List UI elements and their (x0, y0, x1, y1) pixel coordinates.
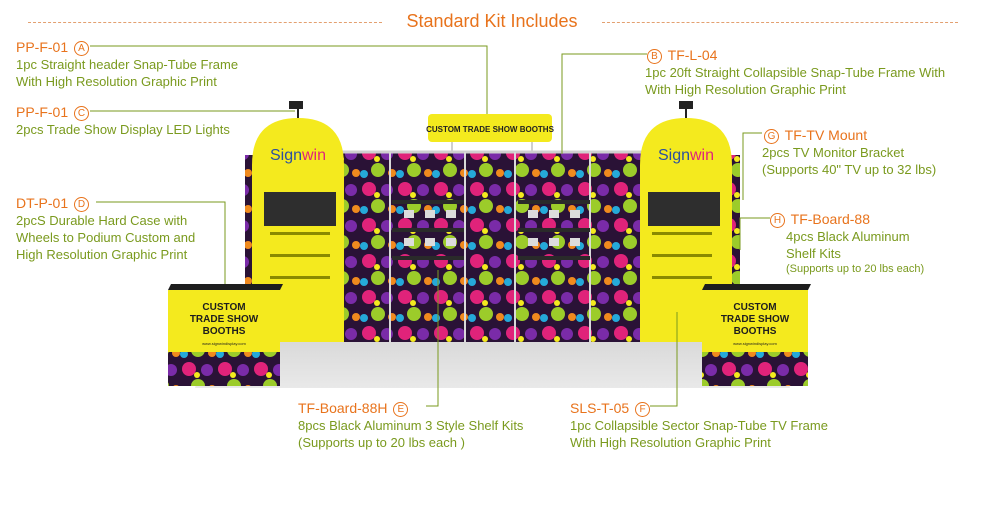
callout-f-line-1: 1pc Collapsible Sector Snap-Tube TV Fram… (570, 418, 828, 433)
callout-d-code: DT-P-01 (16, 195, 69, 211)
header: Standard Kit Includes (0, 8, 984, 36)
callout-h-line-1: 4pcs Black Aluminum (786, 229, 910, 244)
callout-f-line-2: With High Resolution Graphic Print (570, 435, 771, 450)
callout-g-line-1: 2pcs TV Monitor Bracket (762, 145, 905, 160)
callout-h-code: TF-Board-88 (790, 211, 870, 227)
callout-b-line-2: With High Resolution Graphic Print (645, 82, 846, 97)
header-sign (428, 114, 552, 142)
badge-f-icon: F (635, 402, 651, 417)
left-led-light (289, 101, 303, 109)
callout-d-line-2: Wheels to Podium Custom and (16, 230, 196, 245)
left-counter-url: www.signwindisplay.com (202, 341, 246, 346)
left-tower-logo: Signwin (270, 147, 326, 164)
callout-g-code: TF-TV Mount (784, 127, 868, 143)
callout-tf-l-04: B TF-L-04 1pc 20ft Straight Collapsible … (645, 46, 945, 98)
badge-g-icon: G (764, 129, 779, 144)
left-tv-screen (264, 192, 336, 226)
left-counter-line-3: BOOTHS (203, 326, 246, 337)
callout-sls-t-05: SLS-T-05 F 1pc Collapsible Sector Snap-T… (570, 399, 828, 451)
badge-b-icon: B (647, 49, 662, 64)
right-tower-logo: Signwin (658, 147, 714, 164)
callout-tf-board-88h: TF-Board-88H E 8pcs Black Aluminum 3 Sty… (298, 399, 523, 451)
callout-dt-p-01: DT-P-01 D 2pcS Durable Hard Case with Wh… (16, 194, 195, 263)
callout-g-line-2: (Supports 40" TV up to 32 lbs) (762, 162, 937, 177)
badge-c-icon: C (74, 106, 90, 121)
right-led-light (679, 101, 693, 109)
callout-f-code: SLS-T-05 (570, 400, 630, 416)
callout-h-note: (Supports up to 20 lbs each) (786, 263, 925, 275)
callout-c-code: PP-F-01 (16, 104, 69, 120)
right-counter-url: www.signwindisplay.com (733, 341, 777, 346)
badge-h-icon: H (770, 213, 785, 228)
badge-d-icon: D (74, 197, 90, 212)
page-title: Standard Kit Includes (406, 11, 578, 31)
title-divider-left (28, 22, 382, 23)
right-tv-screen (648, 192, 720, 226)
callout-e-line-2: (Supports up to 20 lbs each ) (298, 435, 465, 450)
callout-e-code: TF-Board-88H (298, 400, 388, 416)
title-divider-right (602, 22, 958, 23)
back-wall (330, 152, 652, 342)
callout-a-code: PP-F-01 (16, 39, 69, 55)
right-counter-line-2: TRADE SHOW (721, 314, 790, 325)
shelf-set-left (392, 200, 464, 260)
callout-b-code: TF-L-04 (667, 47, 718, 63)
callout-e-line-1: 8pcs Black Aluminum 3 Style Shelf Kits (298, 418, 524, 433)
callout-pp-f-01-lights: PP-F-01 C 2pcs Trade Show Display LED Li… (16, 103, 230, 138)
right-counter-line-3: BOOTHS (734, 326, 777, 337)
callout-tf-board-88: H TF-Board-88 4pcs Black Aluminum Shelf … (768, 210, 924, 276)
callout-h-line-2: Shelf Kits (786, 246, 841, 261)
callout-c-line-1: 2pcs Trade Show Display LED Lights (16, 122, 230, 137)
callout-pp-f-01-header: PP-F-01 A 1pc Straight header Snap-Tube … (16, 38, 238, 90)
booth-floor (195, 338, 790, 388)
left-counter-line-2: TRADE SHOW (190, 314, 259, 325)
badge-a-icon: A (74, 41, 90, 56)
callout-a-line-2: With High Resolution Graphic Print (16, 74, 217, 89)
header-sign-text: CUSTOM TRADE SHOW BOOTHS (426, 125, 555, 134)
left-counter-line-1: CUSTOM (202, 302, 245, 313)
callout-tf-tv-mount: G TF-TV Mount 2pcs TV Monitor Bracket (S… (762, 126, 936, 178)
callout-d-line-3: High Resolution Graphic Print (16, 247, 188, 262)
callout-a-line-1: 1pc Straight header Snap-Tube Frame (16, 57, 239, 72)
shelf-set-right (518, 200, 590, 260)
callout-d-line-1: 2pcS Durable Hard Case with (16, 213, 188, 228)
leader-lines (90, 45, 770, 407)
badge-e-icon: E (393, 402, 409, 417)
callout-b-line-1: 1pc 20ft Straight Collapsible Snap-Tube … (645, 65, 946, 80)
right-counter-line-1: CUSTOM (733, 302, 776, 313)
